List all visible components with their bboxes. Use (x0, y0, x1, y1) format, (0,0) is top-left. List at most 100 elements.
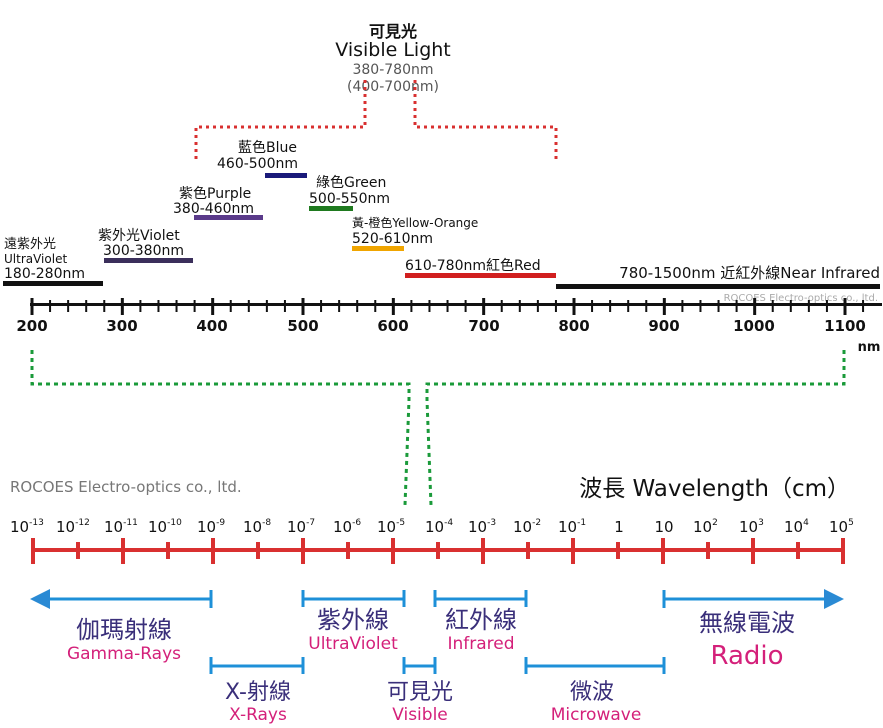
exp-label: 10-11 (104, 518, 138, 536)
exp-label: 10-7 (287, 518, 315, 536)
exp-label: 105 (829, 518, 854, 536)
exp-label: 10 (654, 518, 673, 536)
yellow-band-label-2: 520-610nm (352, 231, 433, 247)
watermark-top: ROCOES Electro-optics co., ltd. (724, 293, 878, 304)
xray-bracket (209, 657, 305, 674)
uv-bracket (301, 590, 406, 607)
wavelength-title: 波長 Wavelength（cm） (579, 476, 850, 502)
nm-tick-label: 800 (558, 317, 589, 335)
purple-band-label-1: 紫色Purple (179, 185, 251, 202)
radio-en: Radio (710, 641, 783, 671)
xray-cn: X-射線 (225, 680, 291, 705)
nm-tick-label: 400 (196, 317, 227, 335)
red-band-label: 610-780nm紅色Red (405, 257, 541, 274)
header-range-2: (400-700nm) (347, 79, 439, 95)
watermark-mid: ROCOES Electro-optics co., ltd. (10, 478, 242, 496)
blue-band-label-1: 藍色Blue (238, 139, 297, 156)
exp-label: 103 (739, 518, 764, 536)
visible-en: Visible (392, 705, 448, 725)
nm-tick-label: 900 (648, 317, 679, 335)
uv-band-label-3: 180-280nm (4, 266, 85, 282)
gamma-en: Gamma-Rays (67, 644, 181, 664)
nm-unit-label: nm (858, 340, 881, 355)
nm-tick-label: 1100 (824, 317, 866, 335)
nm-axis-ticks (30, 298, 865, 315)
nir-band-label: 780-1500nm 近紅外線Near Infrared (619, 264, 880, 282)
uv-en: UltraViolet (308, 634, 398, 654)
visible-bracket-left (194, 80, 367, 162)
blue-band-label-2: 460-500nm (217, 156, 298, 172)
uv-band-label-1: 遠紫外光 (4, 237, 56, 252)
purple-band: 紫色Purple 380-460nm (173, 185, 263, 220)
exp-label: 1 (614, 518, 624, 536)
nm-axis-labels: 200 300 400 500 600 700 800 900 1000 110… (16, 317, 880, 355)
exp-label: 10-9 (197, 518, 225, 536)
nm-tick-label: 500 (287, 317, 318, 335)
exp-label: 10-1 (558, 518, 586, 536)
nm-range-bracket-right (425, 350, 846, 506)
blue-band: 藍色Blue 460-500nm (217, 139, 307, 178)
nm-axis-line (30, 303, 882, 306)
exp-label: 10-12 (56, 518, 90, 536)
exp-label: 10-5 (377, 518, 405, 536)
yellow-band-bar (352, 246, 404, 251)
violet-band-bar (104, 258, 193, 263)
xray-en: X-Rays (229, 705, 287, 725)
green-band: 綠色Green 500-550nm (309, 174, 390, 211)
nm-tick-label: 700 (468, 317, 499, 335)
exp-scale-labels: 10-13 10-12 10-11 10-10 10-9 10-8 10-7 1… (10, 518, 854, 536)
microwave-bracket (524, 657, 666, 674)
nm-tick-label: 600 (377, 317, 408, 335)
visible-cn: 可見光 (387, 680, 453, 705)
exp-label: 10-8 (243, 518, 271, 536)
exp-label: 10-4 (425, 518, 453, 536)
red-band-bar (405, 273, 556, 278)
exp-label: 10-6 (333, 518, 361, 536)
uv-band-label-2: UltraViolet (4, 252, 67, 266)
violet-band-label-2: 300-380nm (103, 243, 184, 259)
visible-light-header: 可見光 Visible Light 380-780nm (400-700nm) (335, 22, 451, 95)
purple-band-bar (194, 215, 263, 220)
violet-band: 紫外光Violet 300-380nm (98, 228, 193, 263)
green-band-label-2: 500-550nm (309, 191, 390, 207)
visible-region-bracket (402, 657, 437, 674)
region-labels: 伽瑪射線 Gamma-Rays X-射線 X-Rays 紫外線 UltraVio… (67, 606, 795, 725)
nm-range-bracket (30, 350, 846, 506)
nir-band-bar (556, 284, 880, 289)
blue-band-bar (265, 173, 307, 178)
ir-bracket (433, 590, 528, 607)
gamma-cn: 伽瑪射線 (76, 616, 172, 644)
exp-label: 104 (784, 518, 809, 536)
nm-tick-label: 1000 (733, 317, 775, 335)
exp-label: 10-10 (148, 518, 182, 536)
visible-bracket (194, 80, 558, 162)
exp-label: 102 (693, 518, 718, 536)
microwave-en: Microwave (551, 705, 642, 725)
nm-range-bracket-left (30, 350, 411, 506)
wavelength-axis-ticks (31, 538, 845, 564)
visible-bracket-right (413, 80, 558, 162)
ir-en: Infrared (447, 634, 514, 654)
gamma-arrow-head (30, 589, 50, 609)
header-title: Visible Light (335, 39, 451, 61)
green-band-label-1: 綠色Green (316, 174, 386, 191)
ir-cn: 紅外線 (445, 606, 517, 634)
nm-tick-label: 300 (106, 317, 137, 335)
header-range-1: 380-780nm (352, 62, 433, 78)
uv-band: 遠紫外光 UltraViolet 180-280nm (3, 237, 103, 286)
nir-band: 780-1500nm 近紅外線Near Infrared (556, 264, 880, 289)
wavelength-axis (31, 538, 845, 564)
green-band-bar (309, 206, 353, 211)
radio-cn: 無線電波 (699, 609, 795, 637)
exp-label: 10-3 (468, 518, 496, 536)
radio-arrow-head (824, 589, 844, 609)
uv-cn: 紫外線 (317, 606, 389, 634)
uv-band-bar (3, 281, 103, 286)
exp-label: 10-2 (513, 518, 541, 536)
region-brackets (46, 590, 826, 674)
yellow-band-label-1: 黃-橙色Yellow-Orange (352, 215, 478, 230)
yellow-band: 黃-橙色Yellow-Orange 520-610nm (352, 215, 478, 251)
red-band: 610-780nm紅色Red (405, 257, 556, 278)
violet-band-label-1: 紫外光Violet (98, 228, 180, 244)
